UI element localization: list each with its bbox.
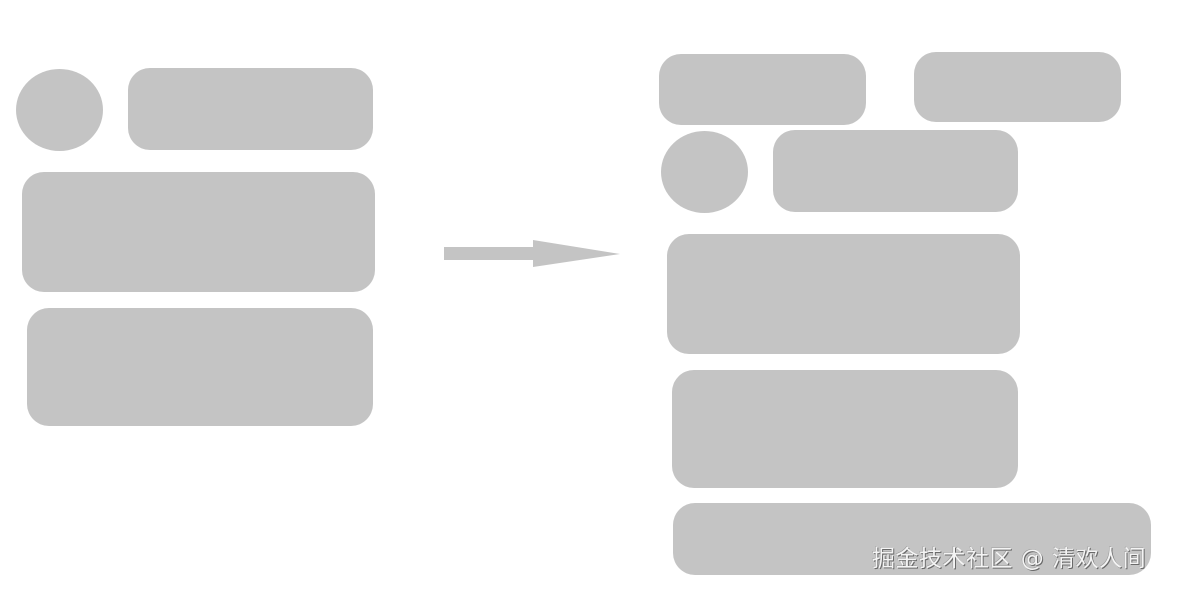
left-content-block-1 — [22, 172, 375, 292]
right-header-bar — [773, 130, 1018, 212]
right-content-block-2 — [672, 370, 1018, 488]
right-content-block-3 — [673, 503, 1151, 575]
left-content-block-2 — [27, 308, 373, 426]
left-header-bar — [128, 68, 373, 150]
right-top-bar-left — [659, 54, 866, 125]
left-avatar-placeholder — [16, 69, 103, 151]
right-content-block-1 — [667, 234, 1020, 354]
right-avatar-placeholder — [661, 131, 748, 213]
right-arrow-icon — [444, 240, 620, 267]
watermark-text: 掘金技术社区 @ 清欢人间 — [872, 546, 1147, 572]
right-top-bar-right — [914, 52, 1121, 122]
